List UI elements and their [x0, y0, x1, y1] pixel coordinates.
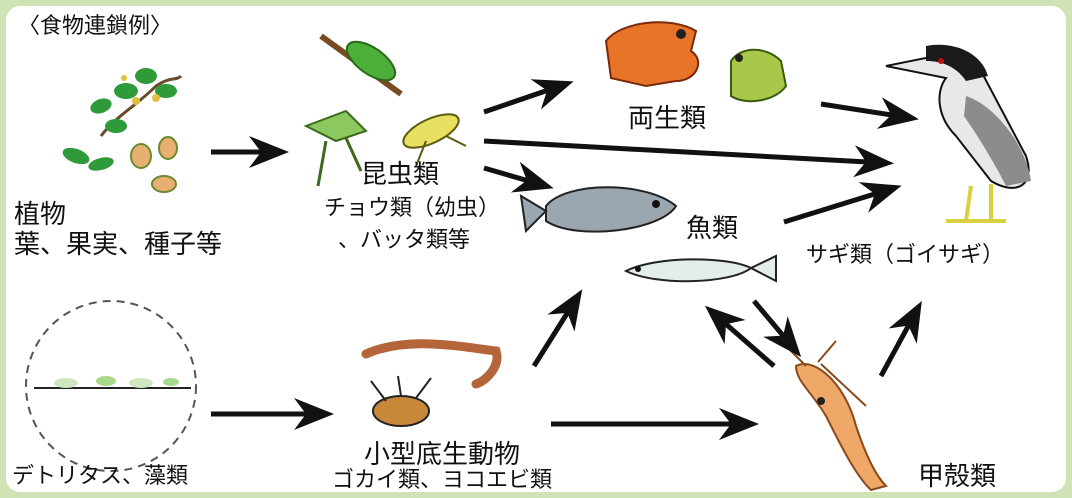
benthos-illustration — [366, 344, 497, 426]
frog-illustration — [606, 22, 786, 101]
herons-label: サギ類（ゴイサギ） — [806, 243, 1004, 269]
shrimp-illustration — [786, 341, 886, 490]
insects-detail-label-2: 、バッタ類等 — [338, 228, 470, 254]
detritus-illustration — [26, 301, 196, 471]
food-chain-diagram: 〈食物連鎖例〉 植物 葉、果実、種子等 昆虫類 チョウ類（幼虫） 、バッタ類等 … — [6, 6, 1066, 492]
insects-detail-label-1: チョウ類（幼虫） — [324, 196, 500, 222]
arrow-fish-to-crustaceans — [754, 301, 796, 351]
insects-label: 昆虫類 — [361, 160, 439, 190]
heron-illustration — [886, 45, 1031, 221]
crustaceans-label: 甲殻類 — [918, 462, 996, 492]
arrow-amphibians-to-herons — [821, 104, 911, 118]
arrow-fish-to-herons — [784, 188, 894, 222]
benthos-label: 小型底生動物 — [364, 440, 520, 470]
amphibians-label: 両生類 — [628, 104, 706, 134]
detritus-label: デトリタス、藻類 — [12, 464, 188, 490]
fish-label: 魚類 — [686, 214, 738, 244]
arrow-insects-to-amphibians — [484, 84, 566, 112]
benthos-detail-label: ゴカイ類、ヨコエビ類 — [332, 468, 552, 492]
plants-label: 植物 — [14, 200, 66, 230]
arrow-crustaceans-to-fish — [711, 311, 774, 366]
arrow-insects-to-herons — [484, 141, 886, 163]
plants-detail-label: 葉、果実、種子等 — [14, 230, 222, 260]
arrow-insects-to-fish — [484, 168, 546, 186]
arrow-benthos-to-fish — [534, 296, 578, 366]
arrow-crustaceans-to-herons — [881, 308, 918, 376]
plant-illustration — [60, 68, 181, 192]
diagram-title: 〈食物連鎖例〉 — [18, 14, 172, 40]
